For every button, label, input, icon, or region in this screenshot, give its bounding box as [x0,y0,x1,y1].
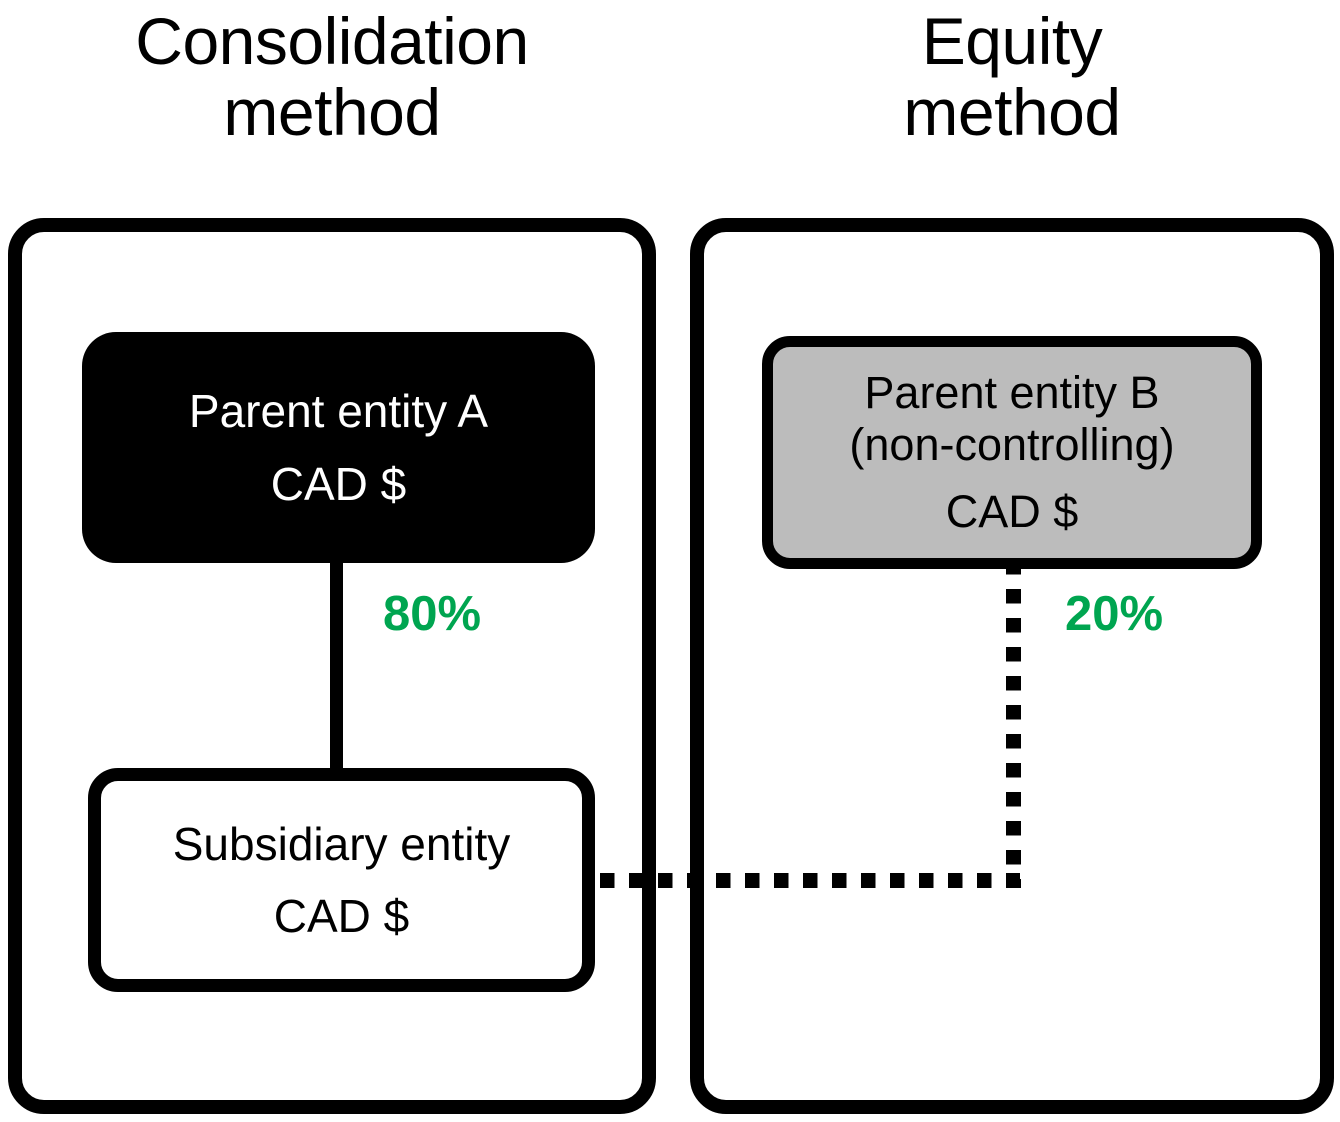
node-parent-entity-b: Parent entity B (non-controlling) CAD $ [762,336,1262,569]
node-subsidiary-entity: Subsidiary entity CAD $ [88,768,595,992]
node-parent-entity-a-line1: Parent entity A [188,385,489,438]
ownership-label-20-percent: 20% [1065,587,1164,641]
connector-parent-b-vertical-dotted [1006,560,1021,888]
node-parent-entity-b-line1: Parent entity B [864,367,1160,419]
node-subsidiary-entity-line2: CAD $ [273,890,410,942]
node-subsidiary-entity-line1: Subsidiary entity [172,817,511,870]
column-heading-consolidation: Consolidation method [135,4,529,150]
connector-subsidiary-to-parent-b-dotted [600,873,1020,888]
node-parent-entity-a: Parent entity A CAD $ [82,332,595,563]
node-parent-entity-b-line3: CAD $ [945,485,1079,537]
node-parent-entity-a-line2: CAD $ [270,457,407,510]
column-heading-equity: Equity method [903,4,1121,150]
connector-parent-a-to-subsidiary [330,555,343,777]
ownership-label-80-percent: 80% [383,587,482,641]
node-parent-entity-b-line2: (non-controlling) [849,419,1175,471]
